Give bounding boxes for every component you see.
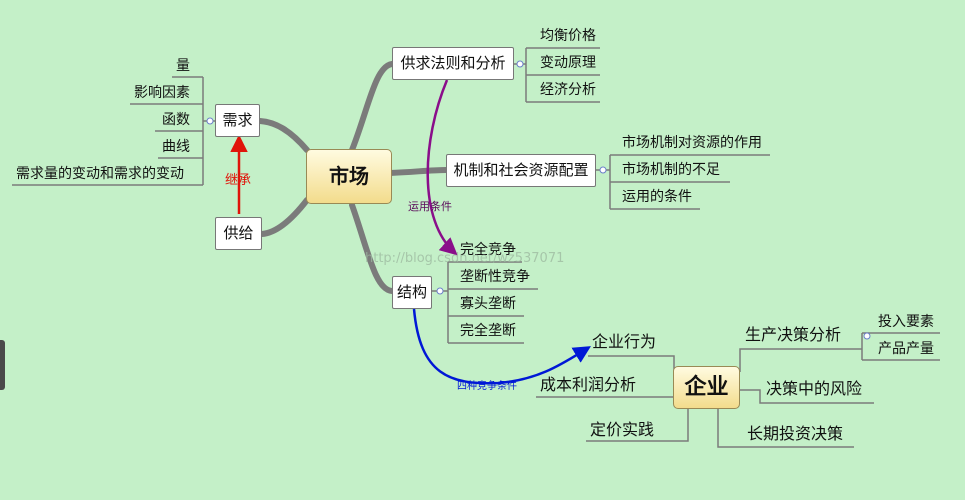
- branch-market-to-supply: [259, 197, 310, 237]
- subtopic-equilibrium-price[interactable]: 均衡价格: [540, 28, 596, 44]
- topic-demand[interactable]: 需求: [215, 104, 260, 137]
- arrow-four-competition: [412, 308, 591, 385]
- topic-enterprise-behavior[interactable]: 企业行为: [592, 332, 657, 351]
- topic-structure[interactable]: 结构: [392, 276, 432, 309]
- topic-supply-demand-law[interactable]: 供求法则和分析: [392, 47, 514, 80]
- label-apply-conditions: 运用条件: [408, 200, 452, 213]
- subtopic-input-factors[interactable]: 投入要素: [878, 314, 934, 330]
- branch-market-to-demand: [257, 118, 310, 153]
- enterprise-connectors: [536, 332, 940, 448]
- subtopic-economic-analysis[interactable]: 经济分析: [540, 82, 596, 98]
- subtopic-mechanism-shortcoming[interactable]: 市场机制的不足: [622, 162, 720, 178]
- collapse-toggles: [206, 60, 871, 340]
- watermark: http://blog.csdn.net/wz537071: [365, 251, 565, 266]
- topic-cost-profit-analysis[interactable]: 成本利润分析: [540, 375, 637, 394]
- topic-production-decision[interactable]: 生产决策分析: [745, 325, 842, 344]
- subtopic-demand-change[interactable]: 需求量的变动和需求的变动: [16, 166, 184, 182]
- subtopic-quantity[interactable]: 量: [176, 58, 190, 74]
- topic-supply[interactable]: 供给: [215, 217, 262, 250]
- subtopic-product-output[interactable]: 产品产量: [878, 341, 934, 357]
- subtopic-influencing-factors[interactable]: 影响因素: [134, 85, 190, 101]
- label-four-competition: 四种竞争条件: [457, 381, 517, 392]
- subtopic-usage-conditions[interactable]: 运用的条件: [622, 189, 692, 205]
- arrow-apply-conditions: [426, 79, 458, 256]
- central-topic-market[interactable]: 市场: [306, 149, 392, 204]
- central-topic-enterprise[interactable]: 企业: [673, 366, 740, 409]
- subtopic-function[interactable]: 函数: [162, 112, 190, 128]
- subtopic-monopolistic-competition[interactable]: 垄断性竞争: [460, 269, 530, 285]
- subtopic-mechanism-resource-role[interactable]: 市场机制对资源的作用: [622, 135, 762, 151]
- side-panel-handle[interactable]: [0, 340, 5, 390]
- topic-mechanism[interactable]: 机制和社会资源配置: [446, 154, 596, 187]
- subtopic-curve[interactable]: 曲线: [162, 139, 190, 155]
- branch-market-to-mechanism: [387, 167, 449, 176]
- subtopic-perfect-competition[interactable]: 完全竞争: [460, 242, 516, 258]
- topic-long-term-investment[interactable]: 长期投资决策: [747, 424, 844, 443]
- subtopic-perfect-monopoly[interactable]: 完全垄断: [460, 323, 516, 339]
- subtopic-oligopoly[interactable]: 寡头垄断: [460, 296, 516, 312]
- label-inherit: 继承: [225, 173, 252, 188]
- branch-market-to-supply-demand-law: [349, 61, 395, 153]
- subtopic-change-principle[interactable]: 变动原理: [540, 55, 596, 71]
- topic-pricing-practice[interactable]: 定价实践: [590, 420, 655, 439]
- branch-market-to-structure: [349, 202, 395, 294]
- topic-decision-risk[interactable]: 决策中的风险: [766, 379, 863, 398]
